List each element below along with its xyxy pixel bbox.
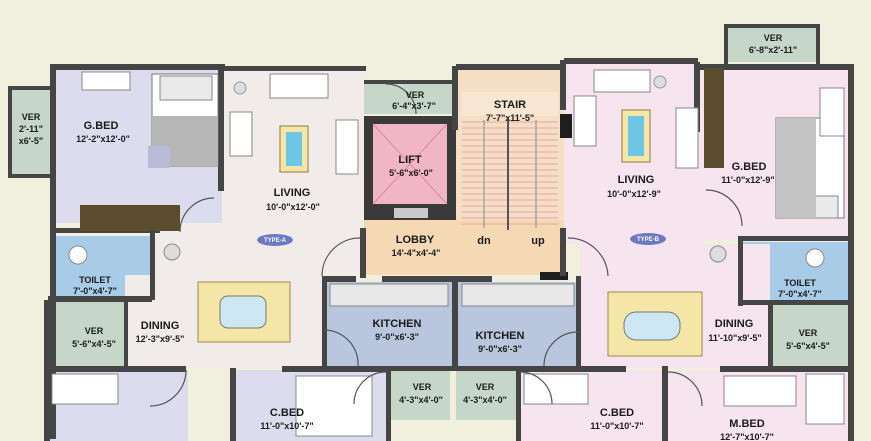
verandah-a-mid-fill [48,302,125,366]
ver-a-mid-name: VER [85,326,104,336]
ver-top-right-name: VER [764,33,783,43]
dining-a-name: DINING [141,320,180,332]
living-b-name: LIVING [618,174,655,186]
stair-dn: dn [477,235,491,247]
gbed-b-name: G.BED [732,161,767,173]
ver-bot-a-dim: 4'-3"x4'-0" [399,395,443,405]
dining-b-name: DINING [715,318,754,330]
dining-a-dim: 12'-3"x9'-5" [136,334,185,344]
ver-top-name: VER [406,90,425,100]
kitchen-a-dim: 9'-0"x6'-3" [375,332,419,342]
verandah-top-right-fill [728,28,818,62]
toilet-b-dim: 7'-0"x4'-7" [778,289,822,299]
type-b-tag-badge [630,233,666,245]
living-a-dim: 10'-0"x12'-0" [266,202,320,212]
mbed-name: M.BED [729,418,765,430]
ver-a-mid-dim: 5'-6"x4'-5" [72,339,116,349]
cbed-b-name: C.BED [600,407,634,419]
door-swings [149,83,743,407]
living-b-sofa-left [573,95,597,147]
toilet-a-name: TOILET [79,275,111,285]
cbed-a-dim: 11'-0"x10'-7" [260,421,313,431]
ver-b-mid-name: VER [799,328,818,338]
dining-b-dim: 11'-10"x9'-5" [708,333,761,343]
gbed-a-name: G.BED [84,120,119,132]
room-labels: VER 2'-11" x6'-5" G.BED 12'-2"x12'-0" LI… [19,33,830,441]
toilet-a-dim: 7'-0"x4'-7" [73,286,117,296]
living-b-sofa-right [675,107,699,169]
cbed-b-dim: 11'-0"x10'-7" [590,421,643,431]
lift-name: LIFT [398,154,421,166]
living-a-sofa-top [269,73,329,99]
walls [8,24,854,441]
type-a-tag-badge [257,234,293,246]
ver-top-dim: 6'-4"x3'-7" [392,101,436,111]
kitchen-a-name: KITCHEN [373,318,422,330]
stair-dim: 7'-7"x11'-5" [486,113,534,123]
kitchen-b-counter [461,283,575,307]
kitchen-b-dim: 9'-0"x6'-3" [478,344,522,354]
living-a-sofa-right [335,119,359,175]
toilet-b-name: TOILET [784,278,816,288]
verandah-bot-a-fill [388,370,450,420]
dining-b-table [623,311,681,341]
mbed-dim: 12'-7"x10'-7" [720,432,774,441]
lobby-fill [364,220,564,275]
type-b-tag: TYPE-B [637,237,660,243]
lift-dim: 5'-6"x6'-0" [389,168,433,178]
ver-top-right-dim: 6'-8"x2'-11" [749,45,797,55]
cbed-a-name: C.BED [270,407,304,419]
gbed-b-dim: 11'-0"x12'-9" [721,175,774,185]
lift-cross-2 [372,123,448,205]
ver-bot-b-name: VER [476,382,495,392]
living-a-name: LIVING [274,187,311,199]
ver-left-dim-2: x6'-5" [19,136,43,146]
stair-up: up [531,235,545,247]
ver-b-mid-dim: 5'-6"x4'-5" [786,341,830,351]
lobby-dim: 14'-4"x4'-4" [392,248,441,258]
dining-a-left-fill [150,236,325,286]
type-a-tag: TYPE-A [264,238,287,244]
verandah-bot-b-fill [456,370,518,420]
stair-landing [462,92,558,116]
verandah-left-fill [12,88,50,178]
ver-left-name: VER [22,112,41,122]
dining-a-table [219,295,267,329]
lobby-name: LOBBY [396,234,435,246]
stair-treads [462,121,558,225]
stair-name: STAIR [494,99,526,111]
verandah-top-fill [364,84,456,114]
ver-bot-b-dim: 4'-3"x4'-0" [463,395,507,405]
ver-bot-a-name: VER [413,382,432,392]
kitchen-b-name: KITCHEN [476,330,525,342]
kitchen-a-counter [329,283,449,307]
verandah-b-mid-fill [770,305,850,367]
living-b-sofa-top [593,69,651,93]
living-b-dim: 10'-0"x12'-9" [607,189,661,199]
furniture [51,69,845,437]
lift-door [394,208,428,218]
ver-left-dim-1: 2'-11" [19,124,43,134]
living-a-sofa-left [229,111,253,157]
gbed-a-dim: 12'-2"x12'-0" [76,134,130,144]
